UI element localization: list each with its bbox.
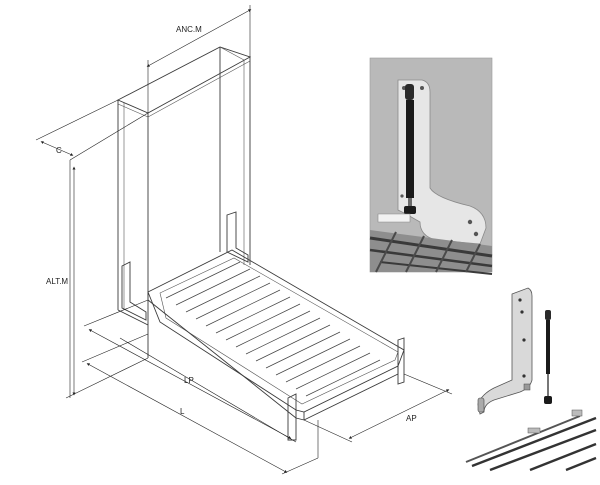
dimension-bed-width [303,373,453,443]
lift-bracket [397,79,487,245]
dimension-bed-length-label: LP [184,376,194,385]
mechanism-detail-photo [369,57,493,275]
dimension-height-label: ALT.M [46,277,68,286]
dimension-length [81,333,319,475]
left-hinge-bracket [121,261,147,321]
dimension-depth-label: C [56,146,62,155]
dimension-width-label: ANC.M [176,25,202,34]
bed-slats [165,261,381,397]
exploded-components [465,287,597,472]
right-hinge-bracket [226,211,249,263]
lift-bracket-loose [477,287,533,415]
gas-piston [404,84,416,214]
dimension-height [65,160,149,399]
dimension-depth [35,99,149,161]
gas-piston-loose [544,310,552,404]
bed-frame [147,249,405,441]
dimension-bed-width-label: AP [406,414,417,423]
wall-cabinet [116,46,252,358]
dimension-length-label: L [180,407,185,416]
dimension-width [146,5,252,113]
